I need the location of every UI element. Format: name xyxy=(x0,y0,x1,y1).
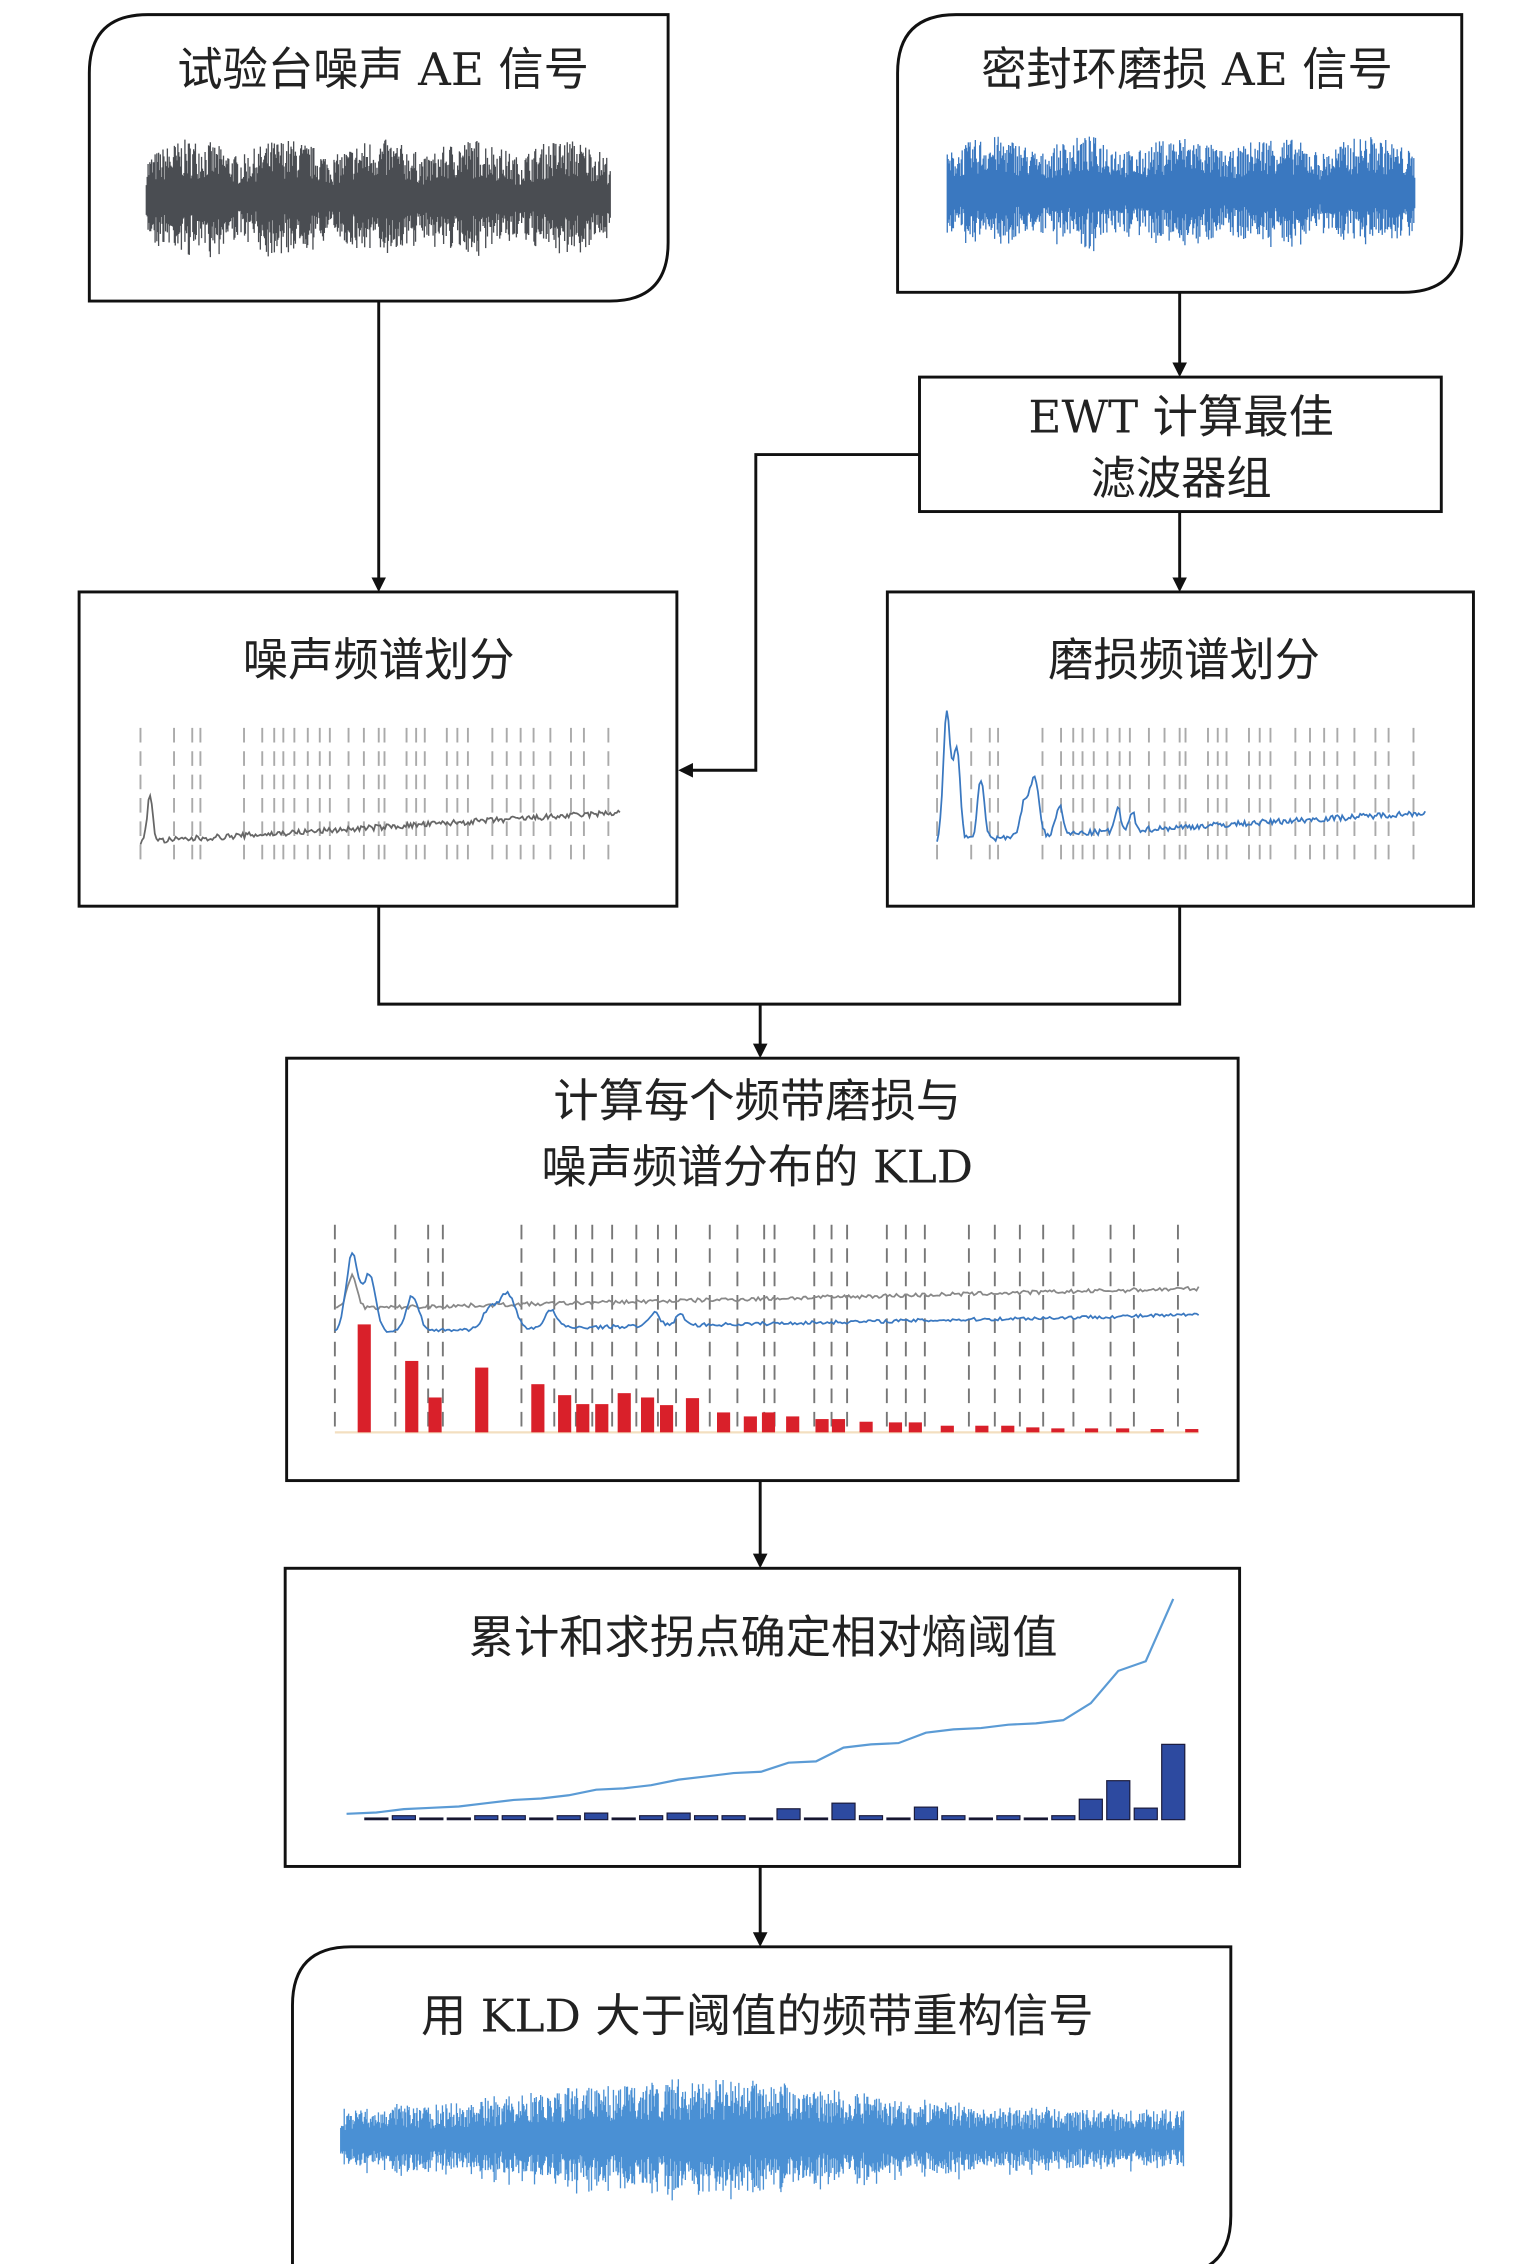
kld-bar xyxy=(531,1384,545,1433)
cumulative-bar xyxy=(748,1817,774,1821)
cumulative-bar xyxy=(886,1817,911,1821)
kld-bar xyxy=(743,1416,757,1433)
kld-bar xyxy=(595,1404,609,1433)
cumulative-bar xyxy=(913,1806,939,1821)
cumulative-bar xyxy=(501,1815,526,1821)
cumulative-bar xyxy=(721,1815,746,1821)
kld-bar xyxy=(1185,1429,1199,1433)
cumulative-bar xyxy=(391,1815,416,1821)
seal-wear-node: 密封环磨损 AE 信号 xyxy=(896,13,1464,294)
kld-bar xyxy=(1084,1428,1099,1433)
bench-noise-node: 试验台噪声 AE 信号 xyxy=(87,13,670,303)
spectrum-line xyxy=(139,792,621,845)
threshold-node: 累计和求拐点确定相对熵阈值 xyxy=(283,1566,1242,1868)
cumulative-bar xyxy=(831,1802,856,1821)
kld-bar xyxy=(888,1422,903,1433)
kld-bar xyxy=(815,1419,829,1433)
waveform-trace xyxy=(946,136,1416,252)
noise-split-node: 噪声频谱划分 xyxy=(77,590,679,908)
cumulative-bar xyxy=(611,1817,636,1821)
kld-bar xyxy=(576,1404,590,1433)
kld-line2: 噪声频谱分布的 KLD xyxy=(541,1140,973,1193)
kld-bar xyxy=(1001,1425,1015,1433)
cumulative-bar xyxy=(556,1815,581,1821)
ewt-line1: EWT 计算最佳 xyxy=(1028,391,1333,444)
spectrum-line xyxy=(936,710,1426,843)
spectrum-line xyxy=(334,1251,1200,1333)
kld-bar xyxy=(975,1425,989,1433)
noise-waveform xyxy=(145,139,611,258)
kld-bar xyxy=(475,1367,489,1433)
threshold-title: 累计和求拐点确定相对熵阈值 xyxy=(469,1611,1058,1664)
kld-line1: 计算每个频带磨损与 xyxy=(553,1075,961,1128)
noise-spectrum xyxy=(139,727,621,863)
cumulative-bar xyxy=(776,1808,801,1821)
cumulative-bar xyxy=(1133,1807,1158,1821)
cumulative-bar xyxy=(639,1815,664,1821)
ewt-node: EWT 计算最佳 滤波器组 xyxy=(918,375,1443,514)
cumulative-bar xyxy=(666,1812,691,1821)
kld-node: 计算每个频带磨损与 噪声频谱分布的 KLD xyxy=(285,1056,1240,1483)
kld-bar xyxy=(1051,1428,1065,1433)
kld-chart xyxy=(333,1224,1200,1434)
bench-noise-title: 试验台噪声 AE 信号 xyxy=(177,43,589,96)
cumulative-bar xyxy=(1106,1780,1131,1821)
wear-split-node: 磨损频谱划分 xyxy=(885,590,1475,908)
cumulative-bar xyxy=(584,1812,609,1821)
waveform-trace xyxy=(340,2079,1185,2201)
cumulative-bar xyxy=(1161,1743,1186,1821)
kld-bar xyxy=(428,1397,442,1433)
arrow-ewt-to-noise-split xyxy=(678,453,920,778)
cumulative-bar xyxy=(996,1815,1021,1821)
cumulative-bar xyxy=(858,1815,884,1821)
kld-bar xyxy=(1026,1427,1040,1433)
wear-waveform xyxy=(946,136,1416,252)
wear-split-title: 磨损频谱划分 xyxy=(1048,633,1320,686)
cumulative-bar xyxy=(364,1817,389,1821)
cumulative-bar xyxy=(474,1815,499,1821)
seal-wear-title: 密封环磨损 AE 信号 xyxy=(981,43,1393,96)
cumulative-bar xyxy=(446,1817,471,1821)
wear-spectrum xyxy=(936,710,1426,863)
kld-bar xyxy=(786,1416,800,1433)
reconstruct-node: 用 KLD 大于阈值的频带重构信号 xyxy=(291,1945,1233,2264)
connectors xyxy=(371,292,1187,1947)
kld-bar xyxy=(1116,1428,1130,1433)
cumulative-bar xyxy=(1078,1798,1103,1821)
cumulative-bar xyxy=(1051,1815,1076,1821)
kld-bar xyxy=(908,1422,922,1433)
kld-bar xyxy=(357,1324,371,1433)
cumulative-line xyxy=(346,1598,1175,1815)
kld-bar xyxy=(405,1360,419,1433)
noise-split-title: 噪声频谱划分 xyxy=(243,633,515,686)
cumulative-bar xyxy=(968,1817,994,1821)
kld-bar xyxy=(831,1419,846,1433)
reconstruct-title: 用 KLD 大于阈值的频带重构信号 xyxy=(421,1990,1094,2043)
kld-bar xyxy=(617,1393,631,1433)
kld-bar xyxy=(659,1405,674,1433)
ewt-line2: 滤波器组 xyxy=(1091,452,1272,505)
cumulative-bar xyxy=(941,1815,966,1821)
cumulative-bar xyxy=(803,1817,829,1821)
reconstructed-waveform xyxy=(340,2079,1185,2201)
kld-bar xyxy=(717,1412,731,1433)
waveform-trace xyxy=(145,139,611,258)
kld-bar xyxy=(940,1425,954,1433)
cumulative-bar xyxy=(529,1817,554,1821)
kld-bar xyxy=(640,1397,655,1433)
kld-bar xyxy=(1150,1429,1164,1433)
kld-bar xyxy=(761,1412,776,1433)
kld-bar xyxy=(558,1395,572,1433)
kld-bar xyxy=(685,1398,700,1433)
spectrum-line xyxy=(334,1272,1200,1311)
kld-bar xyxy=(859,1421,873,1433)
cumulative-bar xyxy=(693,1815,719,1821)
cumulative-bar xyxy=(1023,1817,1048,1821)
cumulative-bar xyxy=(419,1817,444,1821)
cumulative-chart xyxy=(346,1598,1186,1821)
arrow-merge-to-kld xyxy=(377,906,1182,1055)
